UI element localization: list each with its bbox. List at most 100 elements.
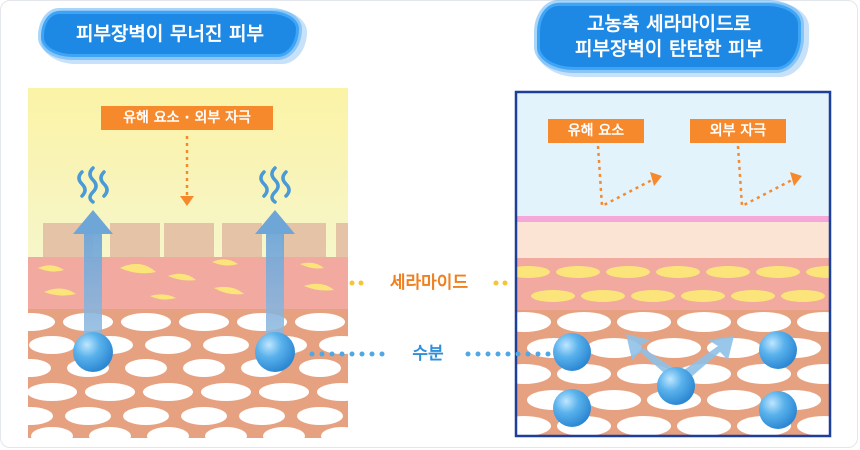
skin-cell	[125, 359, 167, 377]
left-moisture-escape-arrow-1	[73, 210, 113, 340]
skin-cell	[28, 383, 77, 401]
skin-cell	[737, 312, 791, 332]
right-title-line-1: 고농축 세라마이드로	[587, 13, 751, 35]
moisture-dot	[379, 351, 385, 357]
skin-cell	[29, 336, 75, 354]
skin-cell	[259, 383, 309, 401]
moisture-dot	[339, 351, 345, 357]
right-moisture-drop-3	[657, 367, 695, 405]
right-stratum-layer	[516, 222, 830, 258]
moisture-dot	[535, 351, 541, 357]
moisture-dot	[545, 351, 551, 357]
ceramide-lipid	[731, 290, 775, 302]
moisture-dot	[319, 351, 325, 357]
ceramide-lipid	[706, 266, 750, 278]
right-reflect-arrowhead-1	[650, 172, 662, 186]
skin-cell	[617, 416, 671, 436]
skin-cell	[299, 359, 341, 377]
ceramide-lipid	[631, 290, 675, 302]
skin-cell	[797, 416, 830, 436]
skin-cell	[707, 390, 761, 410]
ceramide-lipid	[606, 266, 650, 278]
moisture-dot	[359, 351, 365, 357]
right-skin-cells	[516, 312, 830, 436]
left-irritant-label: 유해 요소 · 외부 자극	[101, 106, 273, 130]
skin-cell	[203, 336, 249, 354]
ceramide-connector	[349, 280, 508, 286]
skin-cell	[617, 312, 671, 332]
skin-cell	[557, 312, 611, 332]
skin-cell	[797, 364, 830, 384]
skin-cell	[239, 407, 285, 425]
skin-cell	[617, 364, 671, 384]
skin-cell	[516, 416, 551, 436]
ceramide-label: 세라마이드	[368, 271, 490, 295]
moisture-dot	[349, 351, 355, 357]
ceramide-lipid	[681, 290, 725, 302]
moisture-dot	[329, 351, 335, 357]
moisture-dot	[525, 351, 531, 357]
ceramide-lipid	[581, 290, 625, 302]
skin-cell	[85, 383, 135, 401]
skin-cell	[183, 359, 225, 377]
right-title-line-2: 피부장벽이 탄탄한 피부	[574, 37, 764, 60]
right-ceramide-layer	[516, 258, 830, 310]
right-ceramide-lipids	[516, 266, 830, 302]
right-moisture-drop-4	[553, 389, 591, 427]
skin-cell	[317, 383, 348, 401]
moisture-dot	[505, 351, 511, 357]
moisture-dot	[495, 351, 501, 357]
skin-cell	[89, 427, 131, 438]
skin-cell	[65, 407, 111, 425]
moisture-label: 수분	[396, 342, 460, 366]
skin-cell	[28, 359, 51, 377]
skin-cell	[677, 312, 731, 332]
left-ceramide-layer	[28, 257, 348, 309]
skin-cell	[319, 336, 348, 354]
skin-cell	[181, 407, 227, 425]
ceramide-lipid	[531, 290, 575, 302]
right-reflect-arrowhead-2	[790, 172, 802, 186]
left-panel-title: 피부장벽이 무너진 피부	[44, 14, 296, 54]
moisture-connector	[309, 351, 551, 357]
right-panel-title: 고농축 세라마이드로 피부장벽이 탄탄한 피부	[540, 6, 798, 68]
skin-cell	[587, 338, 641, 358]
moisture-dot	[309, 351, 315, 357]
moisture-dot	[515, 351, 521, 357]
right-sky-background	[516, 92, 830, 220]
skin-cell	[28, 407, 53, 425]
ceramide-lipid	[516, 266, 550, 278]
skin-cell	[201, 383, 251, 401]
broken-barrier-blocks	[43, 223, 348, 257]
skin-cell	[516, 312, 551, 332]
right-moisture-spread-arrows	[626, 334, 734, 378]
right-panel-border	[514, 90, 832, 438]
moisture-dot	[485, 351, 491, 357]
skin-cell	[145, 336, 191, 354]
skin-cell	[123, 407, 169, 425]
skin-cell	[143, 383, 193, 401]
skin-cell	[28, 313, 55, 331]
left-moisture-escape-arrow-2	[255, 210, 295, 340]
left-moisture-drop-1	[73, 332, 113, 372]
skin-cell	[31, 427, 73, 438]
damaged-skin-panel	[28, 88, 348, 438]
left-moisture-drop-2	[255, 332, 295, 372]
skin-cell	[587, 390, 641, 410]
skin-cell	[737, 364, 791, 384]
skin-cell	[121, 313, 171, 331]
right-harmful-label: 유해 요소	[548, 119, 644, 143]
skin-cell	[677, 416, 731, 436]
skin-cell	[205, 427, 247, 438]
ceramide-lipid	[806, 266, 830, 278]
moisture-dot	[475, 351, 481, 357]
left-irritant-arrowhead	[180, 196, 194, 206]
skin-cell	[797, 312, 830, 332]
skin-cell	[147, 427, 189, 438]
left-evaporation-waves-1	[77, 166, 109, 204]
right-moisture-drop-1	[553, 333, 591, 371]
left-ceramide-fragments	[38, 259, 334, 300]
skin-cell	[263, 427, 305, 438]
